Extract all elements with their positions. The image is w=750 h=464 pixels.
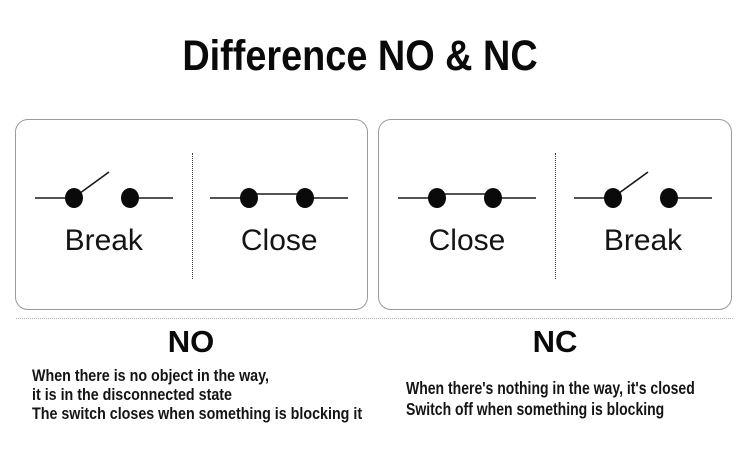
switch-state-label: Break [64, 224, 143, 257]
no-break-cell: Break [16, 120, 192, 309]
break-switch-icon [574, 171, 712, 208]
no-close-cell: Close [192, 120, 368, 309]
switch-state-label: Close [240, 224, 318, 257]
panel-divider-dotted-line [555, 153, 556, 279]
close-switch-icon [210, 188, 349, 208]
description-line: it is in the disconnected state [32, 385, 232, 404]
description-line: When there's nothing in the way, it's cl… [406, 378, 695, 398]
nc-close-cell: Close [379, 120, 555, 309]
no-description: When there is no object in the way, it i… [32, 366, 362, 423]
nc-break-cell: Break [555, 120, 731, 309]
page-title: Difference NO & NC [182, 32, 538, 80]
close-switch-icon [398, 188, 536, 208]
description-line: When there is no object in the way, [32, 366, 269, 385]
nc-description: When there's nothing in the way, it's cl… [406, 378, 695, 420]
beneath-panels-dotted-line [16, 318, 733, 319]
break-switch-icon [34, 171, 173, 208]
no-panel: Break Close [15, 119, 368, 310]
nc-panel: Close Break [378, 119, 732, 310]
description-line: Switch off when something is blocking [406, 399, 665, 419]
switch-state-label: Close [428, 224, 506, 257]
panel-divider-dotted-line [191, 153, 193, 279]
nc-heading: NC [532, 324, 578, 359]
switch-state-label: Break [603, 224, 683, 257]
no-heading: NO [167, 324, 215, 359]
description-line: The switch closes when something is bloc… [32, 404, 363, 423]
